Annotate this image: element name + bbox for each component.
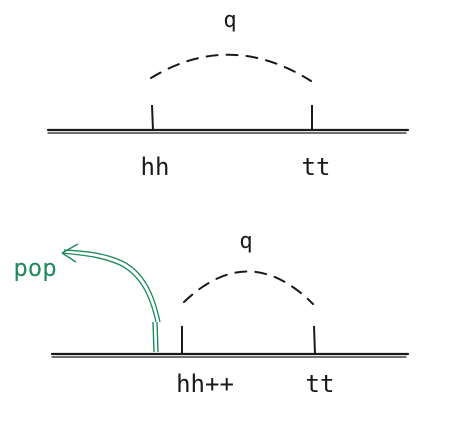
top-head-label: hh xyxy=(141,153,170,181)
bottom-dashed-arc xyxy=(183,270,314,305)
top-head-marker xyxy=(151,104,154,131)
pop-label: pop xyxy=(13,254,56,282)
bottom-head-label: hh++ xyxy=(176,370,234,398)
top-dashed-arc xyxy=(150,53,312,82)
top-arc-label: q xyxy=(223,8,236,33)
bottom-tail-label: tt xyxy=(306,370,335,398)
popped-element-marker xyxy=(152,321,159,353)
bottom-arc-label: q xyxy=(239,229,252,254)
pop-arrow xyxy=(61,243,161,323)
bottom-tail-marker xyxy=(313,325,316,355)
bottom-queue: q hh++ tt pop xyxy=(13,229,410,398)
top-tail-label: tt xyxy=(302,153,331,181)
top-queue: q hh tt xyxy=(46,8,410,181)
